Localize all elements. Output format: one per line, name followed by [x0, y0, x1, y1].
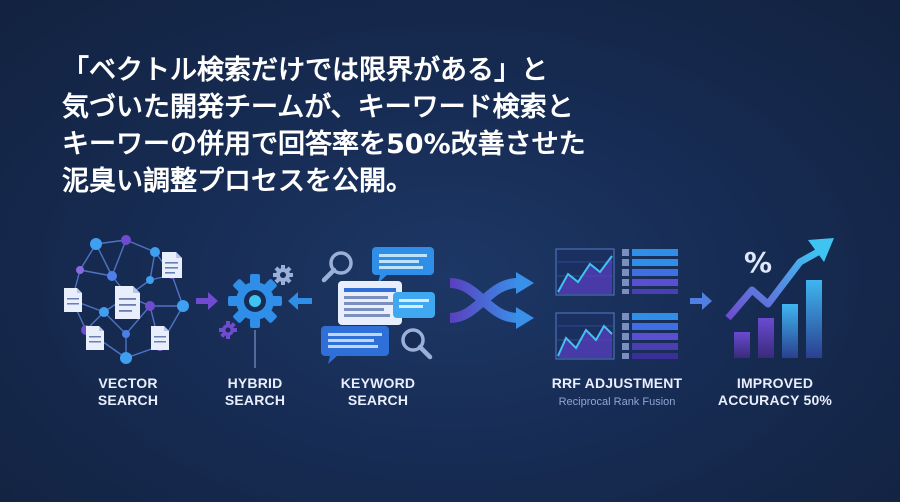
improved-accuracy-label: IMPROVED ACCURACY 50% [710, 375, 840, 409]
headline-line-2: 気づいた開発チームが、キーワード検索と [62, 92, 574, 123]
keyword-search-label: KEYWORD SEARCH [328, 375, 428, 409]
arrow-right-icon [196, 292, 218, 310]
magnifier-icon [321, 251, 353, 283]
vector-search-label-line-1: VECTOR [98, 375, 158, 391]
ranking-chart-icon [555, 248, 678, 360]
ranking-list [622, 249, 678, 294]
rrf-sublabel: Reciprocal Rank Fusion [558, 396, 676, 408]
vector-search-label: VECTOR SEARCH [78, 375, 178, 409]
hybrid-search-label-line-2: SEARCH [224, 392, 286, 408]
improved-accuracy-label-line-2: ACCURACY 50% [717, 392, 833, 408]
document-icon [86, 326, 104, 350]
document-icon [162, 252, 182, 278]
magnifier-icon [401, 328, 433, 360]
vector-search-label-line-2: SEARCH [97, 392, 159, 408]
rrf-adjustment-label: RRF ADJUSTMENT [537, 375, 697, 392]
keyword-search-label-line-1: KEYWORD [340, 375, 416, 391]
growth-chart-icon: % [725, 238, 834, 358]
document-icon [151, 326, 169, 350]
line-chart-icon [555, 248, 615, 296]
headline-line-3: キーワーの併用で回答率を50%改善させた [62, 129, 586, 160]
keyword-search-icon [321, 247, 435, 364]
improved-accuracy-label-line-1: IMPROVED [736, 375, 814, 391]
document-icon [115, 286, 140, 319]
shuffle-arrows-icon [449, 272, 534, 329]
ranking-list [622, 313, 678, 359]
percent-icon: % [744, 246, 772, 279]
arrow-right-icon [690, 292, 712, 310]
keyword-search-label-line-2: SEARCH [347, 392, 409, 408]
hybrid-search-label: HYBRID SEARCH [205, 375, 305, 409]
headline-line-1: 「ベクトル検索だけでは限界がある」と [62, 55, 548, 86]
hybrid-search-label-line-1: HYBRID [227, 375, 283, 391]
line-chart-icon [555, 312, 615, 360]
vector-network-icon [64, 235, 189, 364]
document-icon [64, 288, 82, 312]
arrow-left-icon [288, 292, 312, 310]
gear-icon [219, 265, 293, 339]
rrf-adjustment-label-line-1: RRF ADJUSTMENT [551, 375, 683, 391]
headline-line-4: 泥臭い調整プロセスを公開。 [62, 166, 413, 197]
headline: 「ベクトル検索だけでは限界がある」と 気づいた開発チームが、キーワード検索と キ… [62, 52, 622, 200]
